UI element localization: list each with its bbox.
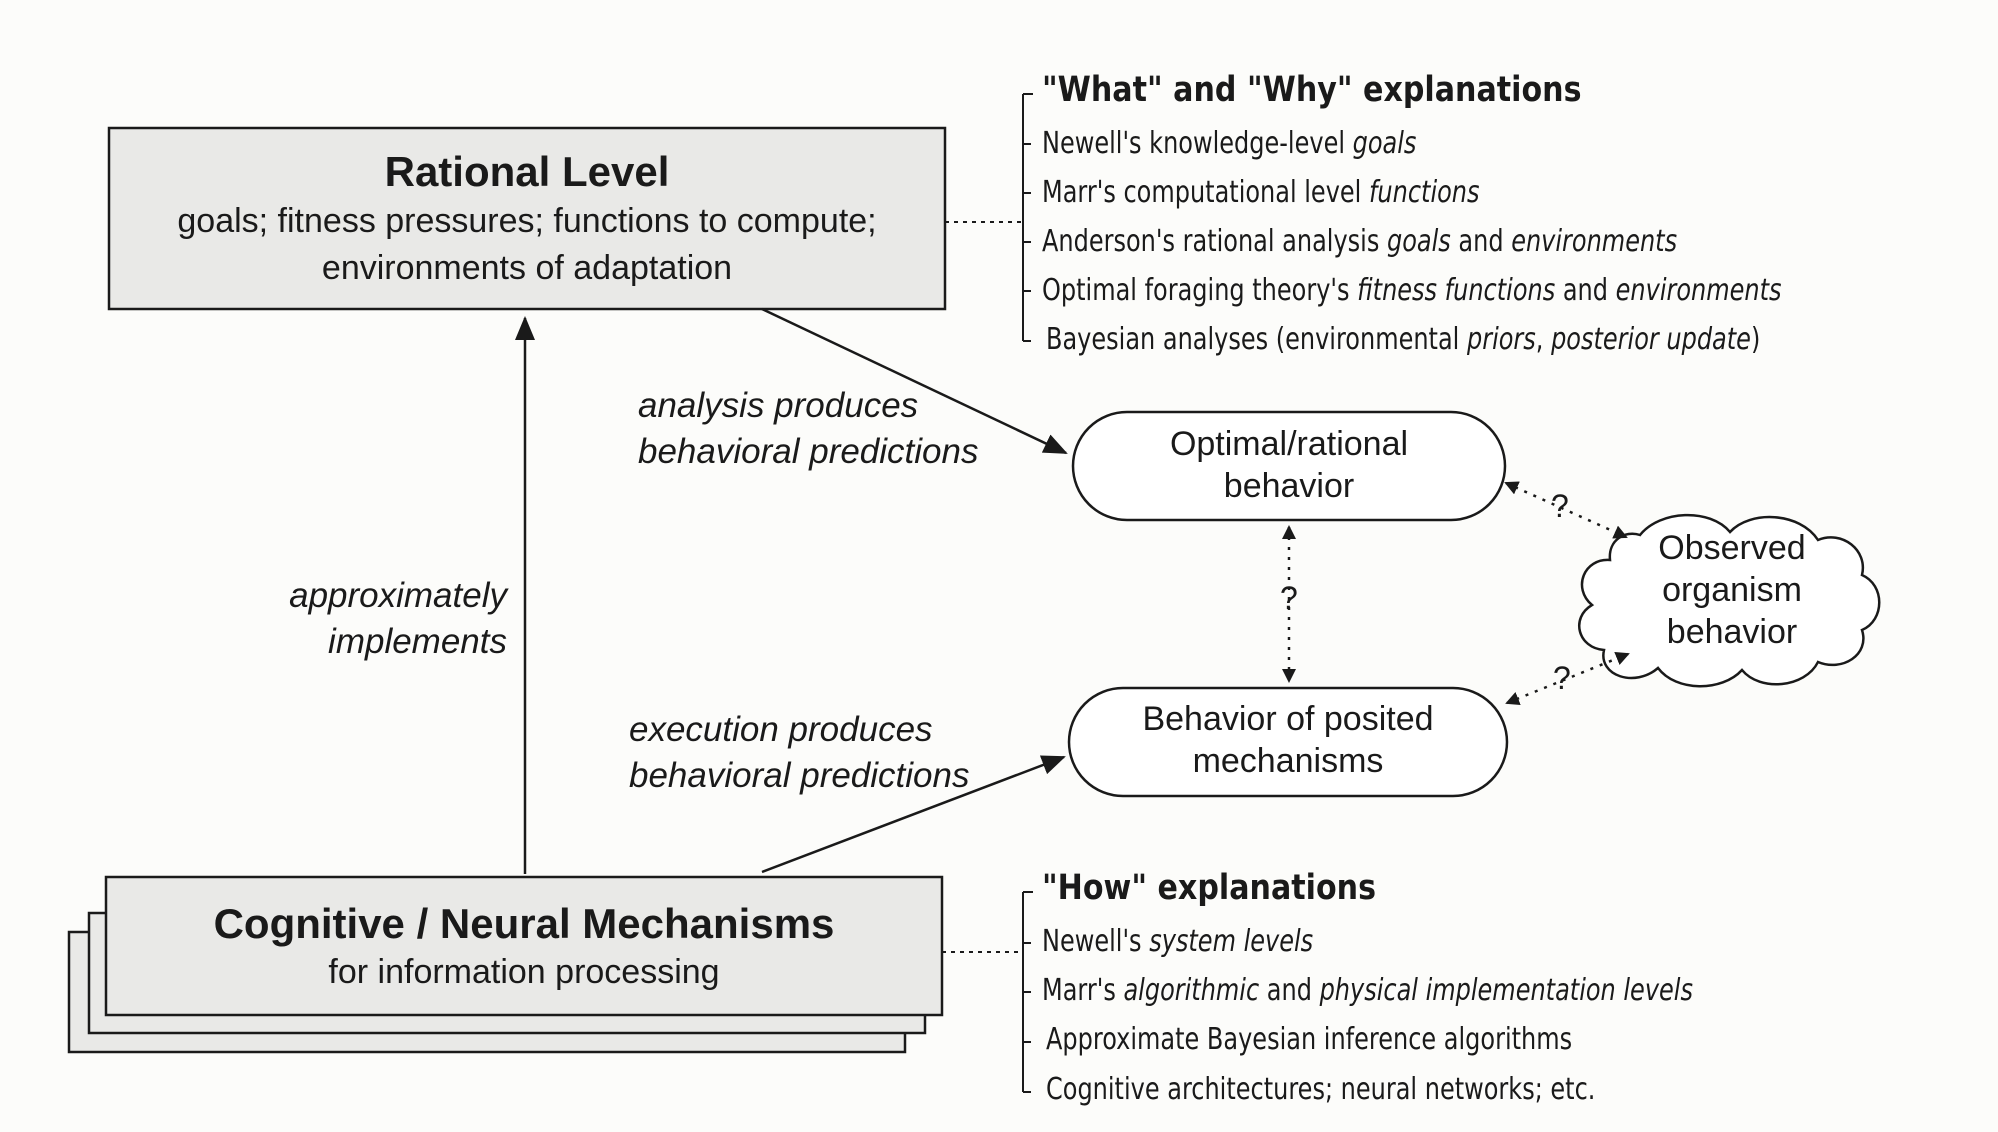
what-why-bracket — [1022, 93, 1033, 342]
posited-behavior-label-2: mechanisms — [1192, 742, 1384, 780]
what-why-item: Anderson's rational analysis goals and e… — [1042, 224, 1678, 259]
implements-label-2: implements — [328, 622, 507, 661]
optimal-behavior-label-1: Optimal/rational — [1169, 425, 1409, 463]
what-why-heading: "What" and "Why" explanations — [1042, 70, 1582, 110]
analysis-arrow — [761, 307, 1068, 455]
observed-behavior-label-1: Observed — [1658, 529, 1806, 567]
analysis-label-2: behavioral predictions — [638, 432, 979, 471]
analysis-label-1: analysis produces — [638, 386, 919, 425]
optimal-behavior-node — [1071, 410, 1507, 522]
how-item: Approximate Bayesian inference algorithm… — [1046, 1022, 1573, 1057]
mechanisms-box — [104, 875, 944, 1017]
what-why-item: Marr's computational level functions — [1042, 175, 1480, 210]
question-mark-bottom: ? — [1553, 660, 1571, 696]
question-mark-vertical: ? — [1280, 580, 1298, 616]
execution-label-1: execution produces — [629, 710, 933, 749]
execution-arrow — [761, 755, 1066, 874]
rational-level-line1: goals; fitness pressures; functions to c… — [177, 202, 877, 240]
rational-level-title: Rational Level — [384, 148, 670, 195]
observed-behavior-label-2: organism — [1662, 571, 1802, 609]
how-item: Newell's system levels — [1042, 924, 1314, 959]
rational-level-box — [107, 126, 947, 311]
implements-label-1: approximately — [289, 576, 507, 615]
what-why-item: Optimal foraging theory's fitness functi… — [1042, 273, 1782, 308]
how-bracket — [1022, 891, 1033, 1093]
mechanisms-subtitle: for information processing — [328, 953, 720, 991]
observed-behavior-label-3: behavior — [1666, 613, 1798, 651]
posited-behavior-node — [1067, 686, 1509, 798]
posited-behavior-label-1: Behavior of posited — [1142, 700, 1434, 738]
how-item: Marr's algorithmic and physical implemen… — [1042, 973, 1693, 1008]
what-why-item: Newell's knowledge-level goals — [1042, 126, 1417, 161]
optimal-observed-dotted-arrow — [1504, 481, 1628, 539]
execution-label-2: behavioral predictions — [629, 756, 970, 795]
how-item: Cognitive architectures; neural networks… — [1046, 1072, 1596, 1107]
posited-observed-dotted-arrow — [1505, 652, 1630, 705]
optimal-behavior-label-2: behavior — [1223, 467, 1355, 505]
observed-behavior-cloud — [1577, 513, 1881, 688]
what-why-item: Bayesian analyses (environmental priors,… — [1046, 322, 1761, 357]
how-heading: "How" explanations — [1042, 868, 1377, 908]
question-mark-top: ? — [1551, 488, 1569, 524]
rational-level-line2: environments of adaptation — [321, 249, 733, 287]
mechanisms-title: Cognitive / Neural Mechanisms — [213, 900, 835, 947]
